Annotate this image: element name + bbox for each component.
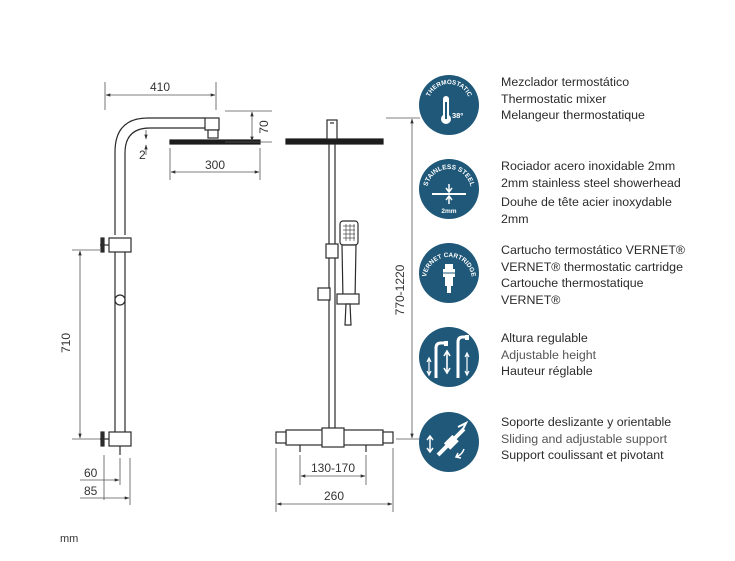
feature-line-en: Thermostatic mixer: [501, 91, 607, 106]
front-dimensions: [275, 117, 420, 512]
feature-line-es: Soporte deslizante y orientable: [501, 415, 672, 429]
feature-line-fr-2: VERNET®: [501, 292, 561, 307]
dim-770-1220: 770-1220: [393, 264, 407, 315]
feature-sliding-support-text: Soporte deslizante y orientable Sliding …: [501, 414, 735, 464]
feature-vernet-cartridge-text: Cartucho termostático VERNET® VERNET® th…: [501, 242, 735, 308]
feature-thermostatic-text: Mezclador termostático Thermostatic mixe…: [501, 74, 735, 124]
svg-text:38º: 38º: [452, 111, 463, 120]
side-column: [114, 117, 205, 235]
vernet-cartridge-icon: VERNET CARTRIDGE: [419, 243, 479, 303]
thermostatic-38-icon: THERMOSTATIC 38º: [419, 75, 479, 135]
adjustable-height-icon: [419, 327, 479, 387]
feature-line-es: Cartucho termostático VERNET®: [501, 243, 686, 257]
feature-line-es: Mezclador termostático: [501, 75, 630, 89]
feature-line-en: 2mm stainless steel showerhead: [501, 175, 681, 190]
unit-label: mm: [60, 533, 79, 545]
feature-line-fr-2: 2mm: [501, 211, 529, 226]
dim-710: 710: [59, 333, 73, 353]
front-handshower-head: [339, 220, 359, 246]
front-handshower-handle: [341, 244, 357, 301]
front-showerhead: [285, 138, 384, 145]
feature-line-en: VERNET® thermostatic cartridge: [501, 259, 683, 274]
feature-vernet-cartridge: VERNET CARTRIDGE Cartucho termostático V…: [418, 242, 718, 307]
feature-line-es: Altura regulable: [501, 331, 588, 345]
dim-85: 85: [84, 484, 98, 498]
feature-adjustable-height-text: Altura regulable Adjustable height Haute…: [501, 330, 735, 380]
feature-line-es: Rociador acero inoxidable 2mm: [501, 159, 676, 173]
dim-130-170: 130-170: [311, 461, 355, 475]
dim-60: 60: [84, 466, 98, 480]
front-view: [275, 119, 394, 452]
feature-stainless-steel-text: Rociador acero inoxidable 2mm 2mm stainl…: [501, 158, 735, 227]
dim-410: 410: [150, 80, 170, 94]
dim-70: 70: [257, 120, 271, 134]
feature-line-fr: Melangeur thermostatique: [501, 108, 645, 122]
feature-line-fr: Hauteur réglable: [501, 364, 593, 378]
feature-line-en: Adjustable height: [501, 347, 597, 362]
feature-line-en: Sliding and adjustable support: [501, 431, 668, 446]
sliding-support-icon: [419, 412, 479, 472]
feature-line-fr: Cartouche thermostatique: [501, 276, 644, 290]
side-dimensions: [72, 82, 272, 505]
feature-line-fr: Douhe de tête acier inoxydable: [501, 195, 672, 209]
dim-2: 2: [139, 148, 146, 162]
feature-stainless-steel: STAINLESS STEEL 2mm Rociador acero inoxi…: [418, 158, 718, 226]
side-view: [100, 117, 261, 455]
feature-line-fr: Support coulissant et pivotant: [501, 448, 664, 462]
feature-adjustable-height: Altura regulable Adjustable height Haute…: [418, 326, 718, 387]
svg-text:2mm: 2mm: [441, 208, 456, 215]
stainless-steel-2mm-icon: STAINLESS STEEL 2mm: [419, 159, 479, 219]
feature-thermostatic: THERMOSTATIC 38º Mezclador termostático …: [418, 74, 718, 135]
dim-260: 260: [324, 489, 344, 503]
side-slider: [114, 294, 126, 306]
side-head-joint: [204, 117, 220, 131]
dim-300: 300: [205, 158, 225, 172]
feature-sliding-support: Soporte deslizante y orientable Sliding …: [418, 411, 718, 472]
